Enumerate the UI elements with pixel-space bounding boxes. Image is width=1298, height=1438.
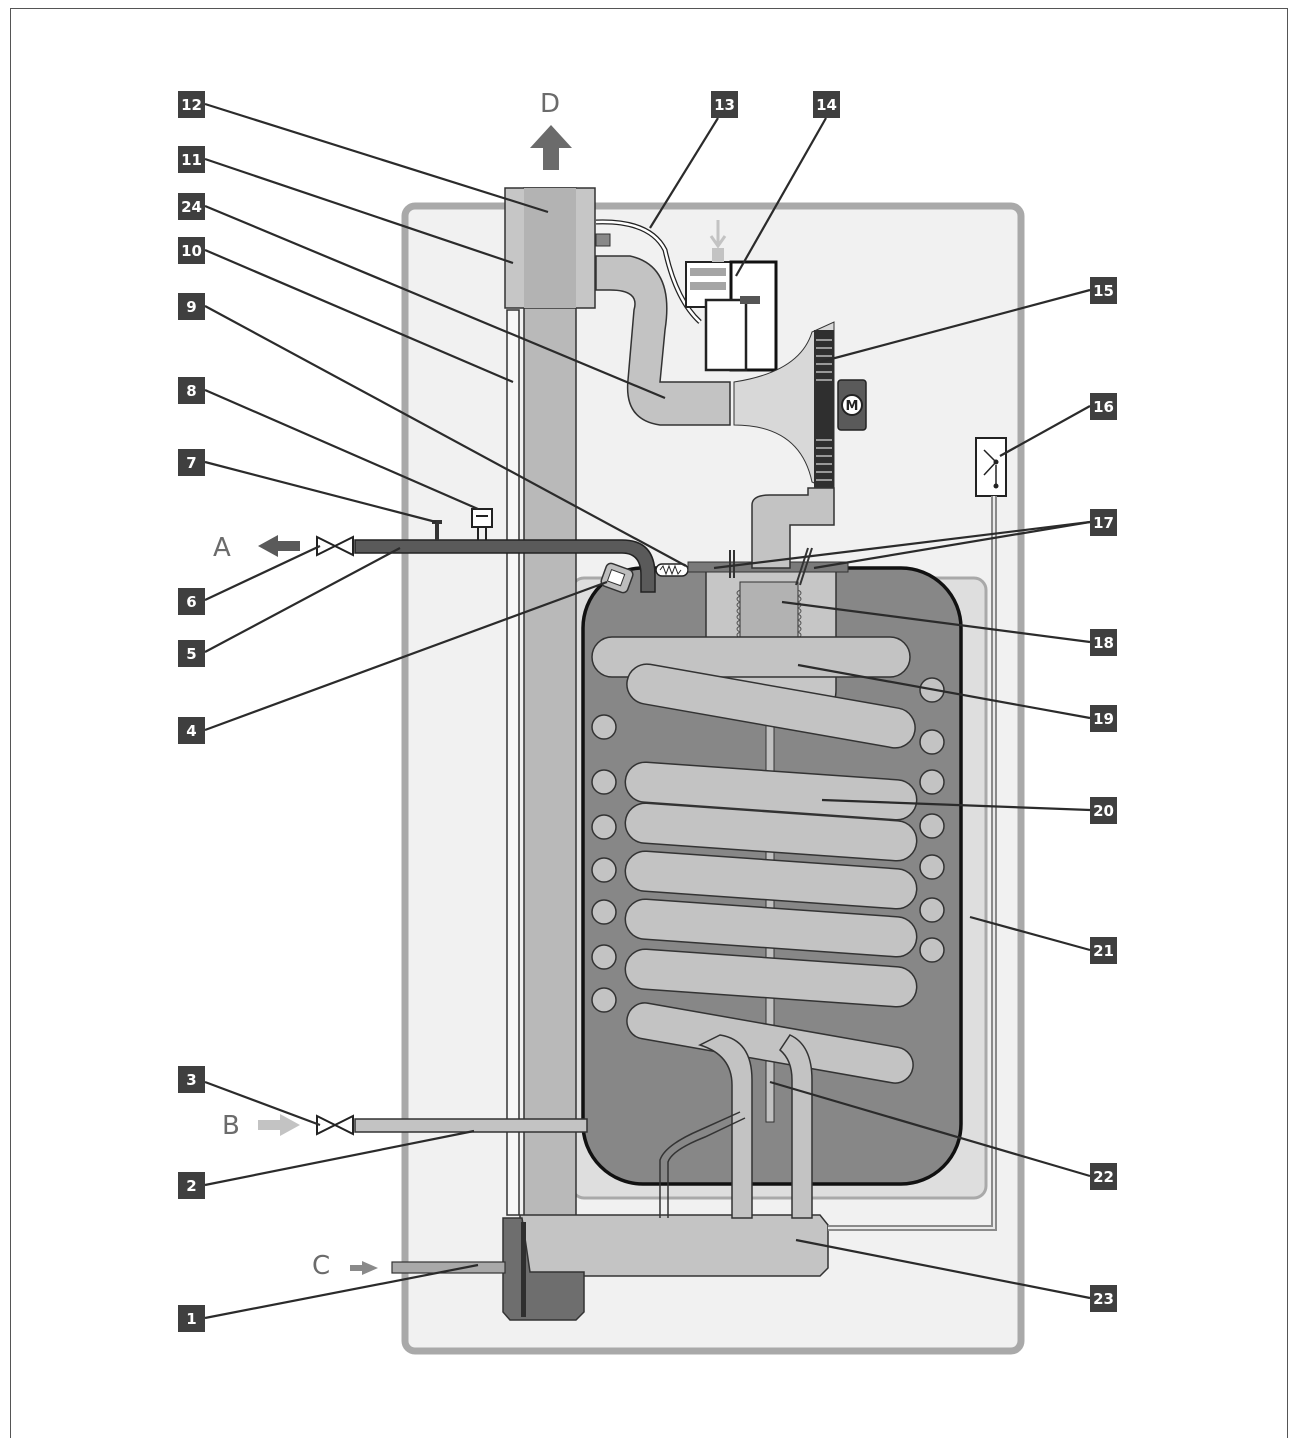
- connection-label-b: B: [222, 1111, 240, 1141]
- badge-5: 5: [178, 640, 205, 667]
- svg-text:2: 2: [186, 1177, 196, 1195]
- bottom-collector: [519, 1214, 829, 1277]
- badge-22: 22: [1090, 1163, 1117, 1190]
- svg-text:13: 13: [714, 96, 735, 114]
- badge-7: 7: [178, 449, 205, 476]
- badge-16: 16: [1090, 393, 1117, 420]
- drain-pipe: [391, 1261, 506, 1274]
- coil-cross-sections: [591, 677, 945, 1013]
- condensate-line: [506, 309, 520, 1216]
- svg-text:17: 17: [1093, 514, 1114, 532]
- svg-text:16: 16: [1093, 398, 1114, 416]
- coil-outlets: [698, 1034, 813, 1219]
- cold-water-arrow: [258, 1114, 300, 1136]
- badge-20: 20: [1090, 797, 1117, 824]
- svg-text:10: 10: [181, 242, 202, 260]
- svg-text:5: 5: [186, 645, 196, 663]
- connection-label-d: D: [540, 89, 560, 119]
- badge-12: 12: [178, 91, 205, 118]
- badge-10: 10: [178, 237, 205, 264]
- fan-burner-duct: [751, 487, 835, 569]
- svg-text:8: 8: [186, 382, 196, 400]
- motor-symbol: M: [846, 399, 859, 414]
- badge-23: 23: [1090, 1285, 1117, 1312]
- valve-cold-inlet: [316, 1114, 354, 1136]
- page-frame: [10, 8, 1288, 1438]
- exhaust-arrow: [530, 125, 572, 170]
- svg-text:12: 12: [181, 96, 202, 114]
- hot-water-arrow: [258, 535, 300, 557]
- badge-19: 19: [1090, 705, 1117, 732]
- svg-text:15: 15: [1093, 282, 1114, 300]
- gas-valve: [685, 220, 778, 372]
- badge-18: 18: [1090, 629, 1117, 656]
- badge-24: 24: [178, 193, 205, 220]
- svg-text:18: 18: [1093, 634, 1114, 652]
- badge-17: 17: [1090, 509, 1117, 536]
- temperature-sensor: [600, 562, 634, 594]
- badge-13: 13: [711, 91, 738, 118]
- connection-label-a: A: [213, 533, 231, 563]
- badge-21: 21: [1090, 937, 1117, 964]
- svg-text:3: 3: [186, 1071, 196, 1089]
- drain-arrow: [350, 1261, 378, 1275]
- badge-15: 15: [1090, 277, 1117, 304]
- svg-text:22: 22: [1093, 1168, 1114, 1186]
- badge-11: 11: [178, 146, 205, 173]
- svg-text:9: 9: [186, 298, 196, 316]
- heating-element: [655, 563, 689, 577]
- leader-lines: [204, 102, 1091, 1320]
- badge-4: 4: [178, 717, 205, 744]
- badge-9: 9: [178, 293, 205, 320]
- badge-2: 2: [178, 1172, 205, 1199]
- svg-text:19: 19: [1093, 710, 1114, 728]
- svg-text:24: 24: [181, 198, 202, 216]
- relief-valve: [471, 508, 493, 540]
- svg-text:7: 7: [186, 454, 196, 472]
- cold-water-inlet-pipe: [354, 1118, 588, 1133]
- thermostat: [975, 437, 1007, 497]
- heat-exchanger-coil: [591, 636, 918, 1084]
- svg-text:6: 6: [186, 593, 196, 611]
- badge-14: 14: [813, 91, 840, 118]
- badge-8: 8: [178, 377, 205, 404]
- valve-hot-outlet: [316, 535, 354, 557]
- hot-water-outlet-pipe: [354, 539, 656, 593]
- svg-text:4: 4: [186, 722, 196, 740]
- burner: [739, 581, 799, 645]
- connection-label-c: C: [312, 1251, 330, 1281]
- svg-text:20: 20: [1093, 802, 1114, 820]
- svg-text:11: 11: [181, 151, 202, 169]
- badge-3: 3: [178, 1066, 205, 1093]
- svg-text:23: 23: [1093, 1290, 1114, 1308]
- svg-text:1: 1: [186, 1310, 196, 1328]
- badge-6: 6: [178, 588, 205, 615]
- ignition-electrodes: [729, 547, 813, 586]
- badge-1: 1: [178, 1305, 205, 1332]
- svg-text:14: 14: [816, 96, 837, 114]
- svg-text:21: 21: [1093, 942, 1114, 960]
